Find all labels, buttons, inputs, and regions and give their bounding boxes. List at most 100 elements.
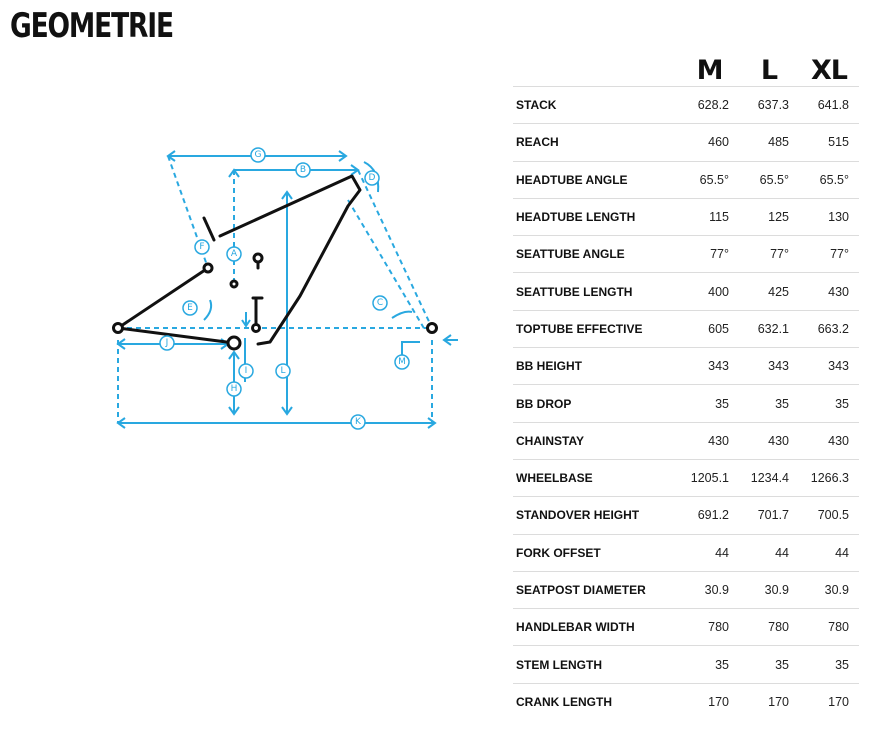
row-label: SEATTUBE ANGLE	[513, 235, 680, 273]
row-label: STEM LENGTH	[513, 645, 680, 684]
value-xl: 780	[799, 608, 859, 646]
value-xl: 35	[799, 645, 859, 684]
value-l: 701.7	[739, 496, 799, 535]
row-label: SEATPOST DIAMETER	[513, 570, 680, 609]
value-l: 485	[739, 123, 799, 162]
value-xl: 35	[799, 384, 859, 423]
value-xl: 515	[799, 123, 859, 162]
label-c: C	[372, 295, 388, 311]
svg-text:F: F	[199, 242, 204, 252]
value-l: 125	[739, 197, 799, 236]
svg-text:C: C	[377, 298, 383, 308]
value-l: 35	[739, 645, 799, 684]
value-xl: 343	[799, 347, 859, 385]
label-m: M	[394, 354, 410, 370]
label-b: B	[295, 162, 311, 178]
value-xl: 170	[799, 682, 859, 721]
label-e: E	[182, 300, 198, 316]
value-xl: 30.9	[799, 570, 859, 609]
page-title: GEOMETRIE	[10, 6, 174, 46]
value-m: 115	[680, 197, 739, 236]
value-m: 780	[680, 608, 739, 646]
bike-frame	[116, 174, 362, 346]
row-label: CHAINSTAY	[513, 421, 680, 460]
row-label: BB HEIGHT	[513, 347, 680, 385]
value-xl: 130	[799, 197, 859, 236]
row-label: FORK OFFSET	[513, 533, 680, 572]
label-a: A	[226, 246, 242, 262]
dimension-lines	[116, 150, 458, 429]
value-l: 343	[739, 347, 799, 385]
value-m: 343	[680, 347, 739, 385]
value-xl: 1266.3	[799, 458, 859, 497]
value-l: 430	[739, 421, 799, 460]
value-xl: 663.2	[799, 309, 859, 348]
value-m: 44	[680, 533, 739, 572]
value-m: 691.2	[680, 496, 739, 535]
svg-text:G: G	[255, 150, 262, 160]
svg-text:H: H	[231, 384, 238, 394]
row-label: REACH	[513, 123, 680, 162]
row-label: STACK	[513, 85, 680, 124]
row-label: WHEELBASE	[513, 458, 680, 497]
svg-text:E: E	[187, 303, 193, 313]
label-k: K	[350, 414, 366, 430]
label-i: I	[238, 363, 254, 379]
row-label: HEADTUBE ANGLE	[513, 160, 680, 199]
value-l: 65.5°	[739, 160, 799, 199]
value-xl: 44	[799, 533, 859, 572]
value-xl: 65.5°	[799, 160, 859, 199]
value-m: 170	[680, 682, 739, 721]
size-header-row: M L XL	[513, 44, 859, 87]
value-m: 605	[680, 309, 739, 348]
label-j: J	[159, 335, 175, 351]
header-spacer	[513, 44, 680, 87]
label-f: F	[194, 239, 210, 255]
value-m: 77°	[680, 235, 739, 273]
label-l: L	[275, 363, 291, 379]
value-l: 632.1	[739, 309, 799, 348]
label-g: G	[250, 147, 266, 163]
row-label: HEADTUBE LENGTH	[513, 197, 680, 236]
value-l: 77°	[739, 235, 799, 273]
value-m: 65.5°	[680, 160, 739, 199]
value-xl: 430	[799, 421, 859, 460]
value-l: 44	[739, 533, 799, 572]
frame-pivots	[112, 252, 438, 351]
value-m: 400	[680, 272, 739, 311]
value-xl: 430	[799, 272, 859, 311]
row-label: SEATTUBE LENGTH	[513, 272, 680, 311]
value-l: 1234.4	[739, 458, 799, 497]
row-label: TOPTUBE EFFECTIVE	[513, 309, 680, 348]
svg-text:A: A	[231, 249, 238, 259]
value-m: 30.9	[680, 570, 739, 609]
value-m: 460	[680, 123, 739, 162]
svg-text:I: I	[245, 366, 248, 376]
svg-text:B: B	[300, 165, 306, 175]
svg-text:J: J	[165, 338, 169, 348]
row-label: CRANK LENGTH	[513, 682, 680, 721]
value-m: 1205.1	[680, 458, 739, 497]
value-xl: 77°	[799, 235, 859, 273]
size-header-xl: XL	[810, 55, 848, 86]
value-xl: 641.8	[799, 85, 859, 124]
value-l: 637.3	[739, 85, 799, 124]
value-l: 35	[739, 384, 799, 423]
value-l: 170	[739, 682, 799, 721]
row-label: STANDOVER HEIGHT	[513, 496, 680, 535]
svg-text:L: L	[280, 366, 285, 376]
value-l: 30.9	[739, 570, 799, 609]
